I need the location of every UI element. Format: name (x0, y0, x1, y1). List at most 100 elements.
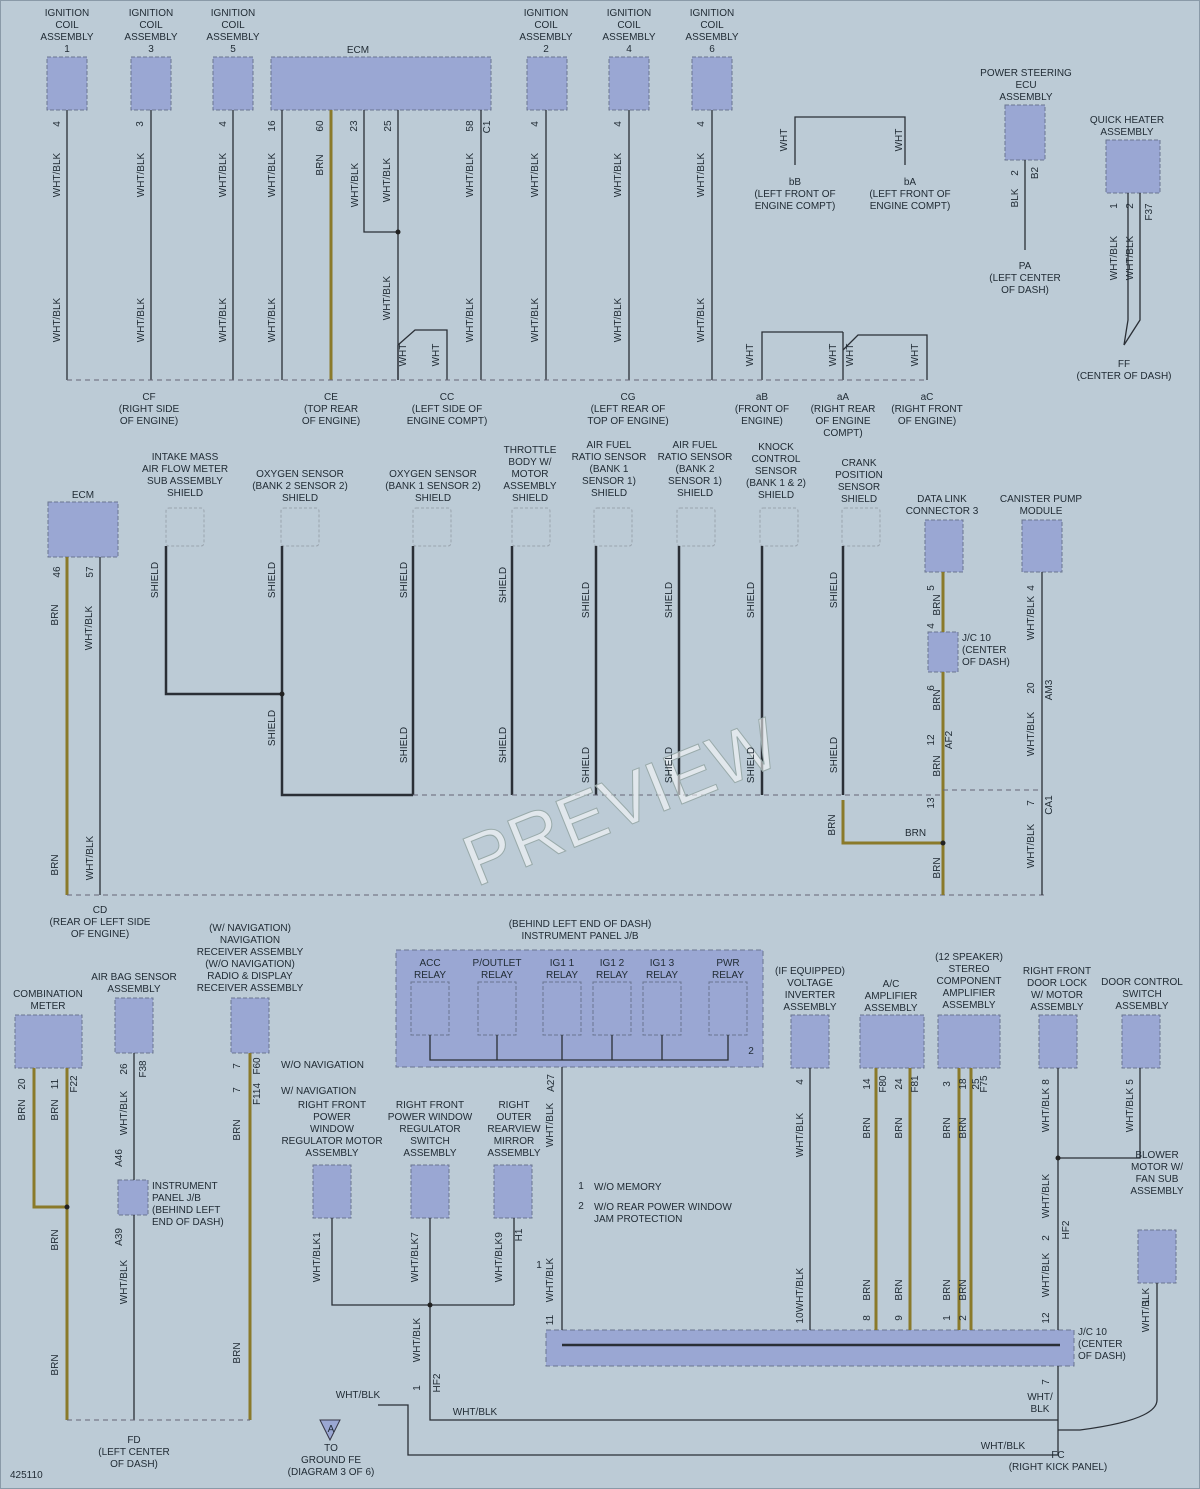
wire-label-shield-2: SHIELD (267, 710, 278, 746)
ip-jb-side-box (117, 1179, 149, 1216)
wire-label-wht-blk-14: WHT/BLK (382, 275, 393, 320)
pin-15: 57 (85, 566, 96, 578)
label-instrument-panel-jb: (BEHIND LEFT END OF DASH)INSTRUMENT PANE… (509, 919, 652, 942)
wire-label-wht-3: WHT (431, 344, 442, 367)
connector-10: F80 (878, 1075, 889, 1093)
wire-label-wht-blk-h1: WHT/BLK (336, 1390, 381, 1401)
wire-label-wht-4: WHT (745, 344, 756, 367)
wire-label-wht-blk-33: WHT/BLK (545, 1257, 556, 1302)
connector-13: HF2 (1061, 1220, 1072, 1239)
relay-poutlet-box (477, 981, 517, 1036)
note-marker-1: 1 (578, 1181, 584, 1192)
wire-label-shield-7: SHIELD (581, 582, 592, 618)
connector-14: H1 (514, 1228, 525, 1241)
pin-11: 2 (1010, 170, 1021, 176)
wire-label-wht-blk-27: WHT/BLK (119, 1259, 130, 1304)
pin-6: 25 (383, 120, 394, 132)
connector-3: AF2 (944, 730, 955, 749)
connector-1: B2 (1030, 166, 1041, 179)
wire-label-brn-13: BRN (232, 1342, 243, 1363)
wire-label-brn-19: BRN (894, 1279, 905, 1300)
wire-label-shield-3: SHIELD (399, 562, 410, 598)
wire-label-wht-7: WHT (910, 344, 921, 367)
wire-label-wht-blk-h2: WHT/BLK (453, 1407, 498, 1418)
connector-8: F60 (252, 1057, 263, 1075)
wire-label-shield-4: SHIELD (399, 727, 410, 763)
door-control-box (1121, 1014, 1161, 1069)
wire-label-wht-blk-0: WHT/BLK (52, 152, 63, 197)
wire-label-wht-blk-28: WHT/BLK (312, 1237, 323, 1282)
ground-fe-symbol (319, 1419, 341, 1442)
wire-label-brn-11: BRN (50, 1354, 61, 1375)
nav-receiver-box (230, 997, 270, 1054)
wire-label-wht-blk-h3: WHT/BLK (981, 1441, 1026, 1452)
wire-label-brn-horizontal: BRN (905, 828, 926, 839)
ground-fc: FC(RIGHT KICK PANEL) (1009, 1450, 1108, 1473)
canister-pump-box (1021, 519, 1063, 573)
dlc3-box (924, 519, 964, 573)
wire-label-brn-16: BRN (942, 1117, 953, 1138)
wire-label-wht-blk-32: WHT/BLK (545, 1102, 556, 1147)
power-steering-ecu-box (1004, 104, 1046, 161)
wire-label-wht-blk-9: WHT/BLK (696, 152, 707, 197)
wire-label-wht-blk-13: WHT/BLK (267, 297, 278, 342)
pin-35: 3 (942, 1081, 953, 1087)
wire-label-wht-blk-4: WHT/BLK (350, 162, 361, 207)
wire-label-shield-12: SHIELD (746, 747, 757, 783)
wire-label-wht-blk-10: WHT/BLK (52, 297, 63, 342)
wire-label-brn-9: BRN (50, 1099, 61, 1120)
ground-ff: FF(CENTER OF DASH) (1077, 359, 1172, 382)
note-marker-2-jb: 2 (748, 1046, 754, 1057)
pin-7: 58 (465, 120, 476, 132)
pin-33: 14 (862, 1078, 873, 1090)
wire-label-brn-0: BRN (315, 154, 326, 175)
ignition-coil-1-box (46, 56, 88, 111)
wire-label-brn-6: BRN (932, 857, 943, 878)
wire-label-brn-4: BRN (932, 689, 943, 710)
pin-37: 25 (971, 1078, 982, 1090)
airbag-sensor-box (114, 997, 154, 1054)
pin-19: 12 (926, 734, 937, 746)
pin-52: 2 (958, 1315, 969, 1321)
pin-43: 2 (1041, 1235, 1052, 1241)
connector-4: AM3 (1044, 679, 1055, 700)
ignition-coil-3-box (130, 56, 172, 111)
pin-18: 6 (926, 685, 937, 691)
pin-17: 4 (926, 623, 937, 629)
pin-36: 18 (958, 1078, 969, 1090)
wire-label-wht-blk-3: WHT/BLK (267, 152, 278, 197)
wire-label-shield-8: SHIELD (581, 747, 592, 783)
wire-label-wht-blk-7: WHT/BLK (530, 152, 541, 197)
wire-label-brn-14: BRN (862, 1117, 873, 1138)
wire-label-brn-20: BRN (942, 1279, 953, 1300)
pin-28: 7 (232, 1087, 243, 1093)
ignition-coil-5-box (212, 56, 254, 111)
connector-7: F38 (138, 1060, 149, 1078)
connector-15: HF2 (432, 1373, 443, 1392)
wire-label-wht-2: WHT (398, 344, 409, 367)
wire-label-wht-blk-8: WHT/BLK (613, 152, 624, 197)
relay-acc-box (410, 981, 450, 1036)
ecm-mid-box (47, 501, 119, 558)
